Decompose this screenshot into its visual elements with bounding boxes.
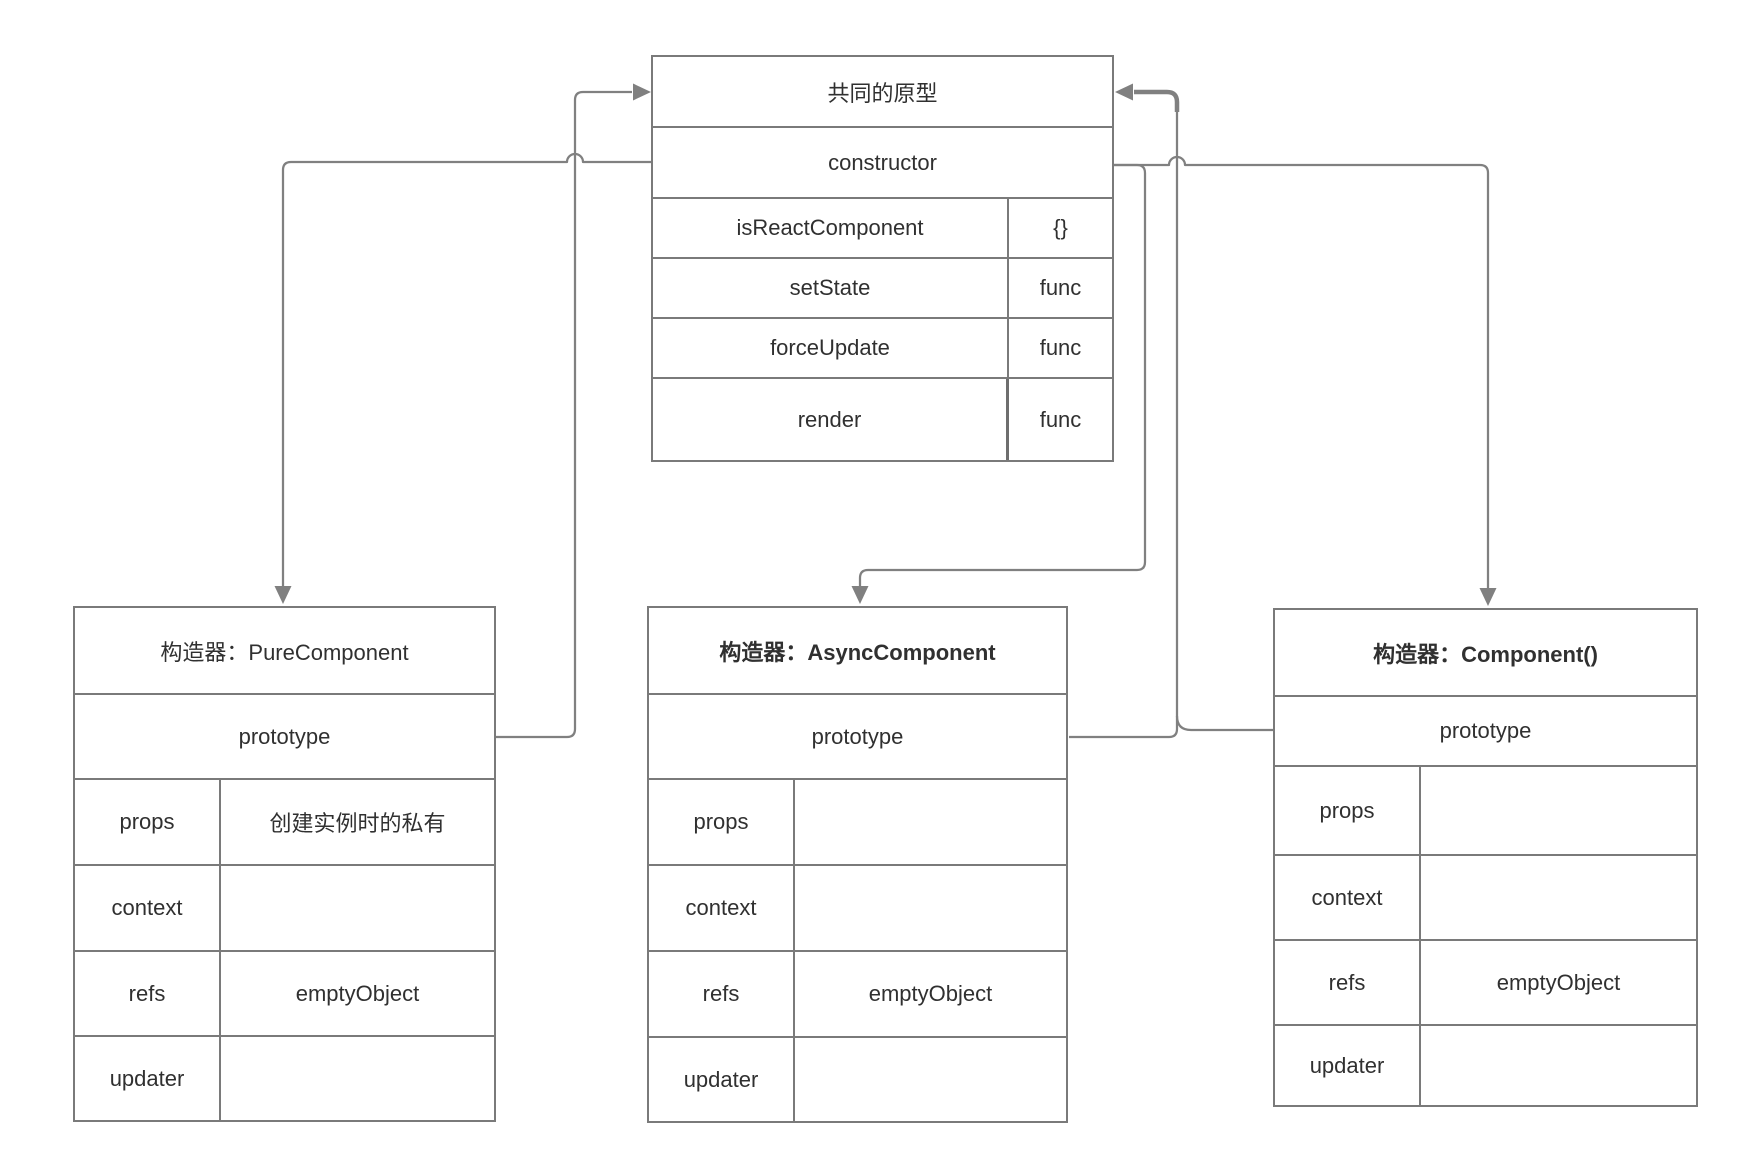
asynccomponent-prototype-row: prototype: [649, 693, 1066, 778]
common-prototype-title: 共同的原型: [827, 80, 938, 106]
field-row-props: props: [1275, 765, 1696, 854]
wire-component-prototype-join: [1175, 715, 1273, 732]
field-row-props: props 创建实例时的私有: [75, 778, 494, 864]
prototype-label: prototype: [238, 723, 331, 749]
field-row-updater: updater: [1275, 1024, 1696, 1105]
wire-overlap-thick-segment: [1134, 89, 1180, 112]
field-row-context: context: [649, 864, 1066, 950]
field-name: props: [693, 809, 749, 834]
field-name: refs: [1328, 969, 1366, 995]
field-value: 创建实例时的私有: [269, 811, 446, 836]
member-row-render: render func: [653, 377, 1112, 460]
member-row-setstate: setState func: [653, 257, 1112, 317]
arrowhead-into-asynccomponent: [851, 586, 869, 604]
purecomponent-title: 构造器：PureComponent: [160, 639, 409, 665]
field-row-context: context: [1275, 854, 1696, 939]
field-name: context: [111, 895, 183, 920]
member-value: func: [1039, 406, 1082, 432]
wire-constructor-to-pure: [281, 152, 651, 586]
component-prototype-row: prototype: [1275, 695, 1696, 765]
purecomponent-prototype-row: prototype: [75, 693, 494, 778]
member-row-forceupdate: forceUpdate func: [653, 317, 1112, 377]
arrowhead-into-purecomponent: [274, 586, 292, 604]
field-row-refs: refs emptyObject: [649, 950, 1066, 1036]
field-row-updater: updater: [75, 1035, 494, 1120]
arrowhead-into-common-left: [633, 83, 651, 101]
purecomponent-table: 构造器：PureComponent prototype props 创建实例时的…: [73, 606, 496, 1122]
member-name: setState: [789, 275, 871, 300]
constructor-label: constructor: [828, 149, 937, 175]
field-name: context: [685, 895, 757, 920]
asynccomponent-title-row: 构造器：AsyncComponent: [649, 608, 1066, 693]
member-value: func: [1039, 335, 1082, 360]
field-value: emptyObject: [868, 981, 993, 1006]
field-row-updater: updater: [649, 1036, 1066, 1121]
prototype-label: prototype: [1439, 718, 1532, 743]
arrowhead-into-common-right: [1115, 83, 1133, 101]
field-name: updater: [109, 1065, 185, 1091]
field-row-refs: refs emptyObject: [75, 950, 494, 1035]
field-name: props: [119, 809, 175, 834]
member-value: func: [1039, 275, 1082, 300]
common-prototype-title-row: 共同的原型: [653, 57, 1112, 126]
component-title: 构造器：Component(): [1373, 641, 1598, 667]
common-prototype-table: 共同的原型 constructor isReactComponent {} se…: [651, 55, 1114, 462]
asynccomponent-title: 构造器：AsyncComponent: [719, 639, 996, 665]
field-name: refs: [128, 980, 166, 1006]
constructor-row: constructor: [653, 126, 1112, 197]
member-value: {}: [1053, 215, 1068, 240]
member-name: isReactComponent: [736, 215, 924, 240]
prototype-label: prototype: [811, 723, 904, 749]
asynccomponent-table: 构造器：AsyncComponent prototype props conte…: [647, 606, 1068, 1123]
purecomponent-title-row: 构造器：PureComponent: [75, 608, 494, 693]
component-table: 构造器：Component() prototype props context …: [1273, 608, 1698, 1107]
field-name: props: [1319, 797, 1375, 823]
wire-constructor-to-component: [1114, 155, 1490, 588]
field-name: context: [1311, 884, 1383, 910]
field-row-context: context: [75, 864, 494, 950]
component-title-row: 构造器：Component(): [1275, 610, 1696, 695]
member-name: render: [797, 406, 862, 432]
wire-pure-prototype-to-common: [496, 90, 632, 739]
field-name: refs: [702, 981, 740, 1006]
field-name: updater: [683, 1066, 759, 1092]
member-row-isreactcomponent: isReactComponent {}: [653, 197, 1112, 257]
field-row-refs: refs emptyObject: [1275, 939, 1696, 1024]
member-name: forceUpdate: [770, 335, 890, 360]
field-value: emptyObject: [295, 980, 420, 1006]
field-name: updater: [1309, 1052, 1385, 1078]
field-row-props: props: [649, 778, 1066, 864]
field-value: emptyObject: [1496, 969, 1621, 995]
arrowhead-into-component: [1479, 588, 1497, 606]
